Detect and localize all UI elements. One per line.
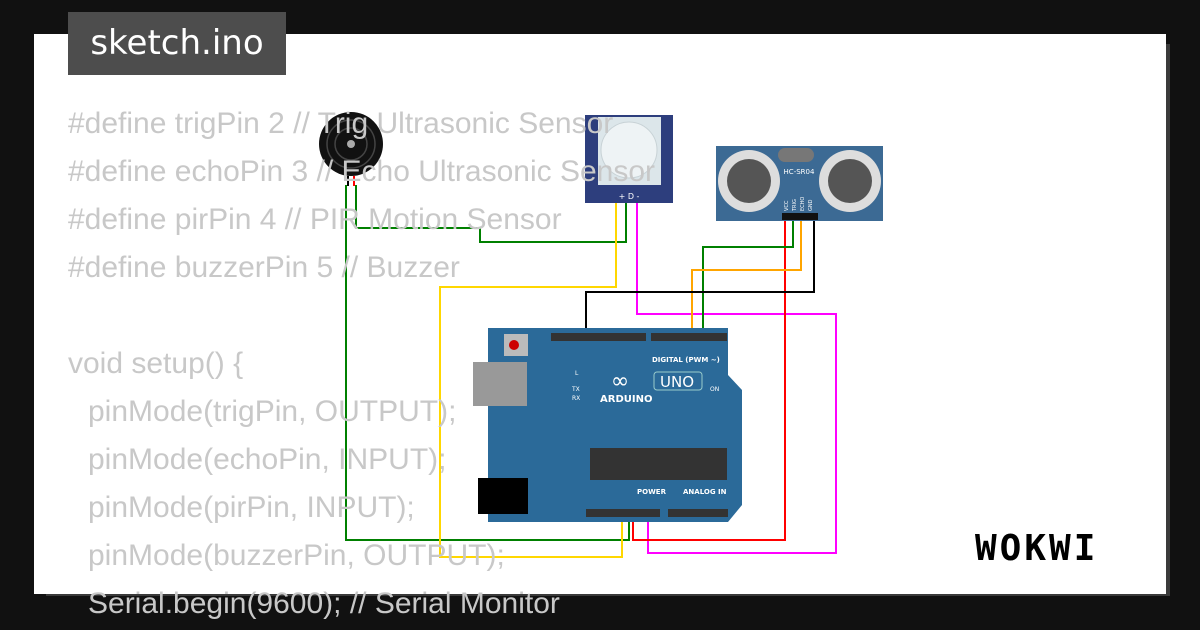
code-line: #define trigPin 2 // Trig Ultrasonic Sen… (68, 107, 614, 140)
pir-pin-labels: + D - (619, 192, 640, 201)
wire-pir-vcc (439, 203, 623, 558)
wire-us-vcc (632, 220, 786, 541)
us-pin-trig: TRIG (792, 199, 798, 212)
power-header: POWER (637, 488, 667, 496)
code-line: void setup() { (68, 347, 244, 380)
us-pin-echo: ECHO (800, 197, 806, 211)
code-line: #define buzzerPin 5 // Buzzer (68, 251, 460, 284)
wire-pir-gnd (636, 203, 837, 554)
us-pin-vcc: VCC (784, 200, 790, 211)
arduino-logo-icon: ∞ (611, 369, 629, 394)
digital-header: DIGITAL (PWM ~) (652, 356, 720, 364)
wire-us-gnd (585, 220, 815, 336)
wire-us-echo (691, 220, 802, 336)
wokwi-logo: WOKWI (975, 528, 1099, 569)
code-line: pinMode(trigPin, OUTPUT); (88, 395, 457, 428)
led-label-rx: RX (572, 395, 580, 402)
sketch-file-tab: sketch.ino (68, 12, 286, 75)
code-line: #define pirPin 4 // PIR Motion Sensor (68, 203, 562, 236)
code-line (68, 292, 655, 340)
circuit-diagram: + D - HC-SR04 VCC TRIG ECHO GND DIGITAL … (319, 112, 883, 558)
buzzer[interactable] (319, 112, 383, 186)
code-line: pinMode(buzzerPin, OUTPUT); (88, 539, 505, 572)
code-background: #define trigPin 2 // Trig Ultrasonic Sen… (68, 100, 655, 628)
us-pin-gnd: GND (808, 199, 814, 211)
code-line: #define echoPin 3 // Echo Ultrasonic Sen… (68, 155, 656, 188)
ultrasonic-sensor[interactable]: HC-SR04 VCC TRIG ECHO GND (716, 146, 883, 221)
code-line: Serial.begin(9600); // Serial Monitor (88, 587, 560, 620)
wire-us-trig (702, 220, 794, 336)
pir-motion-sensor[interactable]: + D - (585, 115, 673, 203)
arduino-model: UNO (660, 373, 694, 391)
wire-buzzer-gnd (345, 185, 630, 541)
arduino-uno[interactable]: DIGITAL (PWM ~) ARDUINO UNO ∞ POWER ANAL… (473, 328, 742, 522)
arduino-brand: ARDUINO (600, 394, 652, 405)
led-label-l: L (575, 370, 579, 377)
wire-buzzer-signal (355, 185, 627, 243)
led-label-tx: TX (571, 386, 580, 393)
led-label-on: ON (710, 386, 719, 393)
code-line: pinMode(pirPin, INPUT); (88, 491, 415, 524)
analog-header: ANALOG IN (683, 488, 727, 496)
code-line: pinMode(echoPin, INPUT); (88, 443, 447, 476)
ultrasonic-label: HC-SR04 (784, 168, 815, 176)
